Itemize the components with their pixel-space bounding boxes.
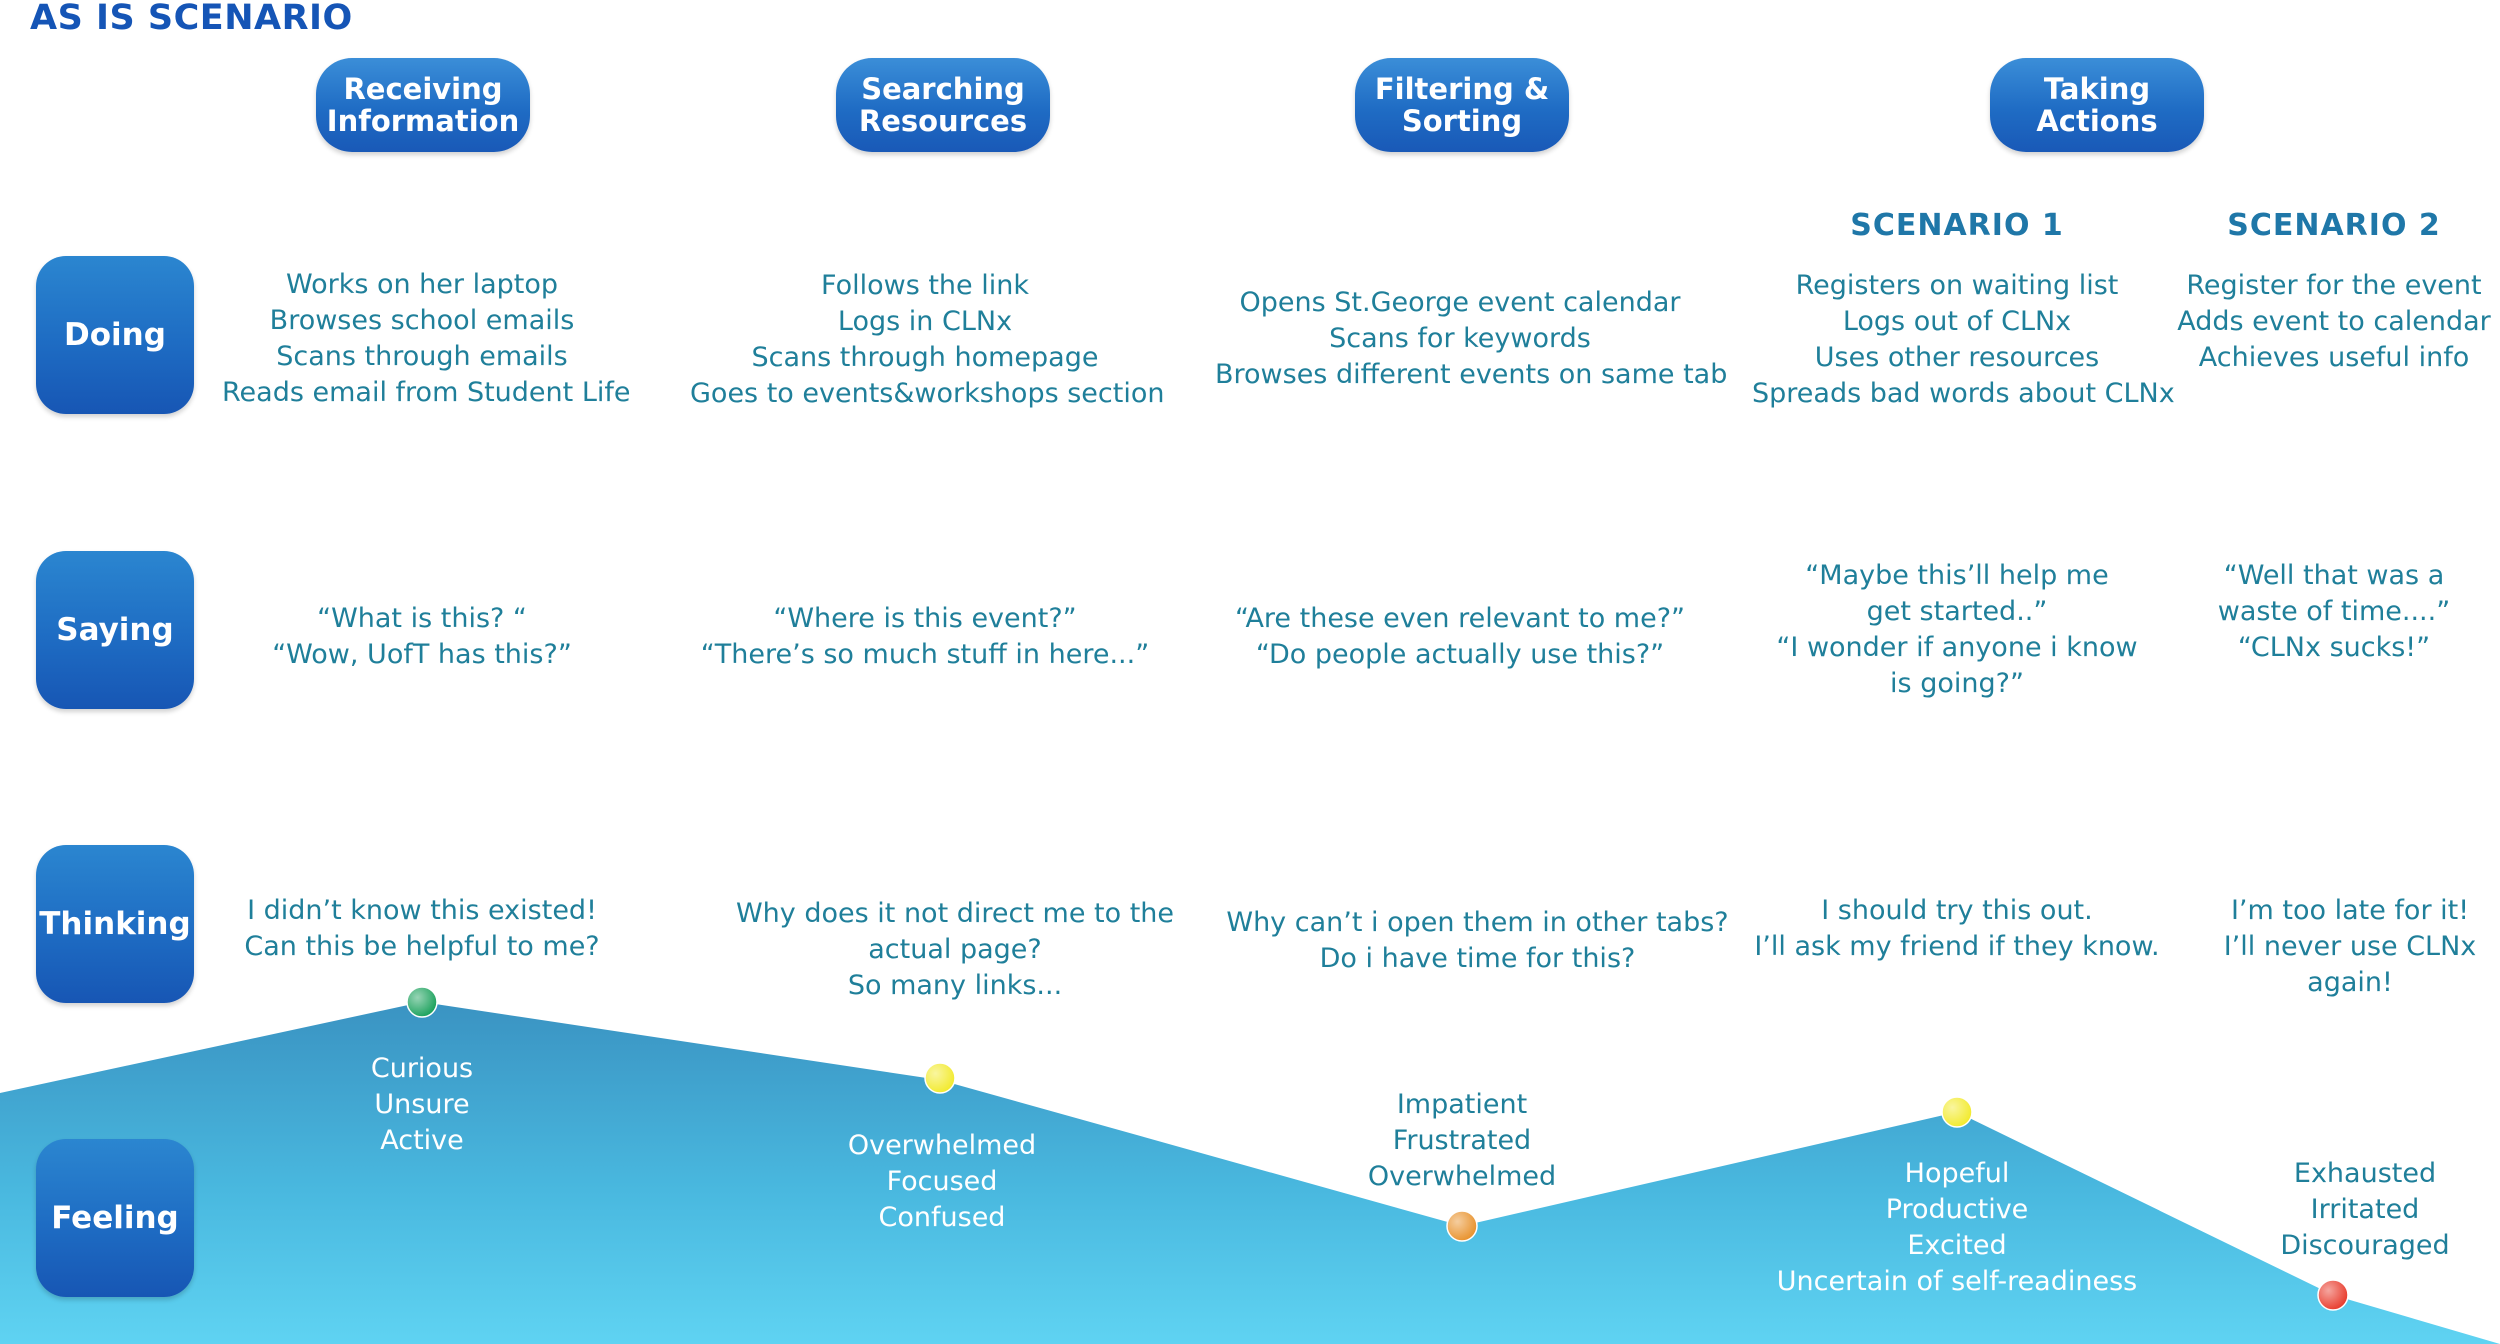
scenario-2-label: SCENARIO 2 [2227, 208, 2441, 243]
saying-cell-3: “Are these even relevant to me?”“Do peop… [1234, 603, 1686, 670]
row-label-doing: Doing [36, 256, 194, 414]
thinking-cell-3: Why can’t i open them in other tabs?Do i… [1226, 907, 1729, 974]
emotion-point-shine-1 [407, 987, 437, 1017]
emotion-area [0, 1002, 2500, 1344]
emotion-point-shine-3 [1447, 1211, 1477, 1241]
row-label-thinking: Thinking [36, 845, 194, 1003]
stage-filtering-sorting: Filtering &Sorting [1355, 58, 1569, 152]
thinking-cell-4: I should try this out.I’ll ask my friend… [1754, 895, 2160, 962]
saying-cell-2: “Where is this event?”“There’s so much s… [700, 603, 1150, 670]
row-label-saying: Saying [36, 551, 194, 709]
emotion-point-shine-5 [2318, 1280, 2348, 1310]
emotion-point-shine-2 [925, 1063, 955, 1093]
saying-cell-1: “What is this? ““Wow, UofT has this?” [272, 603, 572, 670]
page-title: AS IS SCENARIO [30, 0, 353, 38]
scenario-1-label: SCENARIO 1 [1850, 208, 2064, 243]
row-label-feeling: Feeling [36, 1139, 194, 1297]
emotion-point-shine-4 [1942, 1097, 1972, 1127]
thinking-cell-1: I didn’t know this existed!Can this be h… [244, 895, 600, 962]
